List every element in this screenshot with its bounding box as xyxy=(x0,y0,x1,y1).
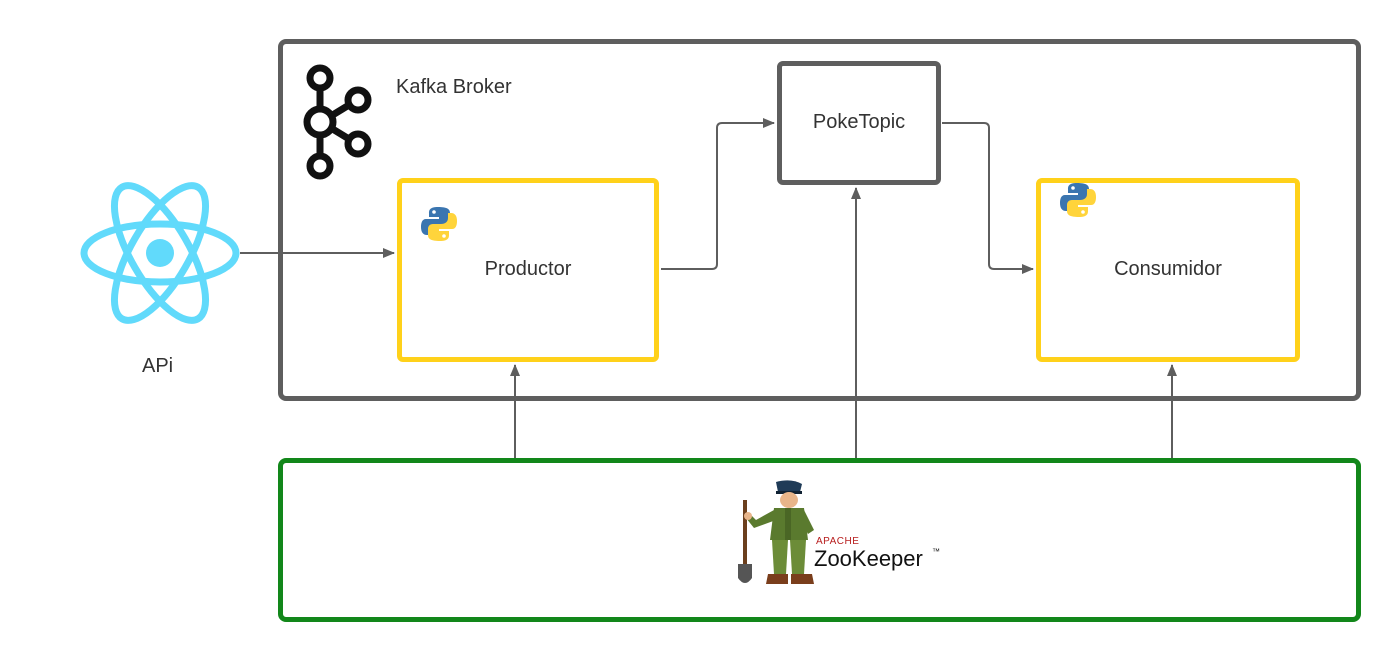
react-icon[interactable] xyxy=(80,182,240,324)
poketopic-label: PokeTopic xyxy=(812,111,906,133)
api-label: APi xyxy=(142,355,174,377)
zookeeper-keeper-icon xyxy=(738,480,814,584)
kafka-icon xyxy=(303,64,372,180)
python-icon xyxy=(421,207,457,241)
apache-logo-text: APACHE xyxy=(816,536,860,547)
productor-label: Productor xyxy=(484,258,572,280)
poketopic-node[interactable]: PokeTopic xyxy=(777,61,941,185)
zookeeper-logo-text: ZooKeeper xyxy=(814,546,923,571)
consumidor-node[interactable]: Consumidor xyxy=(1036,178,1300,362)
productor-node[interactable]: Productor xyxy=(397,178,659,362)
zookeeper-container[interactable] xyxy=(278,458,1361,622)
python-icon xyxy=(1060,183,1096,217)
consumidor-label: Consumidor xyxy=(1114,258,1222,280)
kafka-broker-label: Kafka Broker xyxy=(396,76,512,98)
trademark-mark: ™ xyxy=(932,547,940,556)
